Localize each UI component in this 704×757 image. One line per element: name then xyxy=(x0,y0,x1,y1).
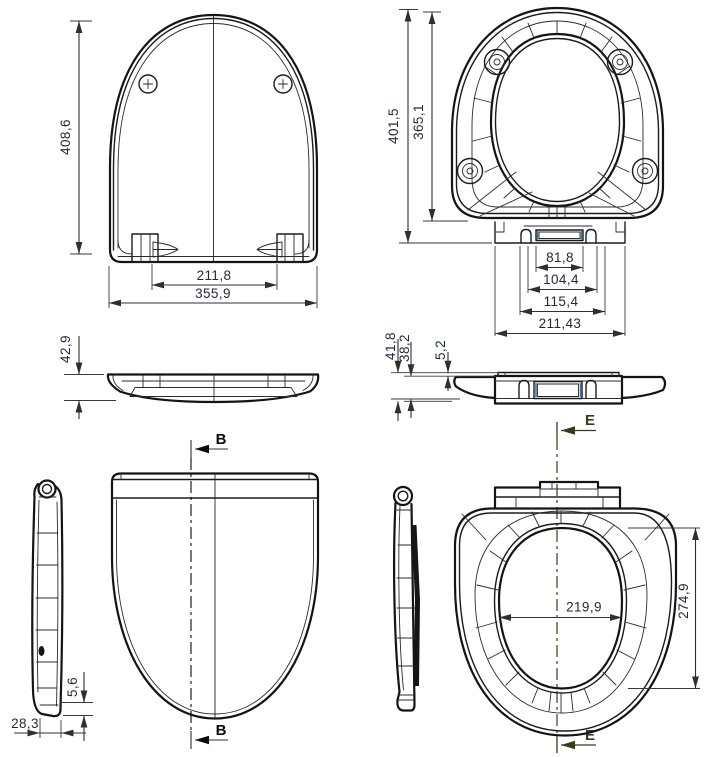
seat-outline xyxy=(450,6,665,220)
lid-side-outline xyxy=(106,373,320,404)
lid-edge-profile-view: 5,6 28,3 xyxy=(11,479,93,741)
dim-text-bar-width: 81,8 xyxy=(546,250,574,265)
bumper-top-right xyxy=(606,48,634,76)
dim-lid-tip-thickness: 5,6 xyxy=(60,672,93,741)
lid-top-view: B B xyxy=(110,431,320,749)
hinge-hole-inner xyxy=(397,490,409,502)
bumper-bottom-right xyxy=(631,157,659,185)
dim-seat-total-length: 401,5 xyxy=(386,9,492,244)
seat-top-opening xyxy=(497,526,624,690)
dim-text-seat-body-length: 365,1 xyxy=(411,104,426,140)
dim-stack-hinge: 81,8 104,4 115,4 211,43 xyxy=(494,246,626,337)
lid-front-view: 408,6 211,8 355,9 xyxy=(58,13,319,308)
dim-text-seat-total-thickness: 41,8 xyxy=(383,332,398,360)
dim-seat-body-length: 365,1 xyxy=(411,11,468,222)
dim-text-seat-body-thickness: 38,2 xyxy=(397,334,412,362)
section-label-e-top: E xyxy=(585,412,595,429)
seat-hinge-tabs xyxy=(493,480,622,510)
dim-lid-thickness: 42,9 xyxy=(58,335,116,419)
seat-opening xyxy=(489,32,626,208)
seat-top-view: 219,9 274,9 xyxy=(453,480,700,737)
dim-text-lid-tip-thickness: 5,6 xyxy=(65,677,80,697)
seat-edge-profile-view xyxy=(392,485,421,712)
dim-lid-edge-width: 28,3 xyxy=(11,716,86,738)
seat-underside-view: 401,5 365,1 81,8 104,4 115,4 211,43 xyxy=(386,6,665,337)
lid-side-view: 42,9 xyxy=(58,335,320,419)
lid-outline xyxy=(108,13,319,264)
dim-opening-length: 274,9 xyxy=(628,527,700,689)
dim-text-plate-width: 211,43 xyxy=(539,316,582,331)
dim-opening-width: 219,9 xyxy=(499,600,622,621)
dim-lid-hinge-span: 211,8 xyxy=(151,264,278,290)
dim-lid-height: 408,6 xyxy=(58,20,92,255)
screw-left-icon xyxy=(138,74,158,94)
dim-text-seat-total-length: 401,5 xyxy=(386,108,401,144)
dim-text-pin-inner-span: 104,4 xyxy=(543,272,579,287)
dim-text-opening-length: 274,9 xyxy=(676,583,691,619)
seat-top-outline xyxy=(453,507,678,737)
rib-ticks xyxy=(467,20,647,219)
section-b-marks: B B xyxy=(190,431,228,749)
seat-hinge-block xyxy=(493,374,624,405)
dim-text-lid-hinge-span: 211,8 xyxy=(197,268,232,283)
hinge-hole-outer xyxy=(37,479,57,499)
bumper-top-left xyxy=(483,48,511,76)
hinge-plate xyxy=(494,221,626,244)
bumper-bottom-left xyxy=(456,157,484,185)
dim-seat-thicknesses: 41,8 38,2 5,2 xyxy=(383,332,500,421)
hinge-boss-left xyxy=(131,233,179,263)
dim-text-lid-edge-width: 28,3 xyxy=(11,716,39,731)
section-label-b-top: B xyxy=(216,431,227,448)
dim-text-seat-step: 5,2 xyxy=(433,340,448,360)
section-label-b-bottom: B xyxy=(216,722,227,739)
dim-text-lid-thickness: 42,9 xyxy=(58,335,73,363)
dim-text-lid-width: 355,9 xyxy=(195,286,231,301)
section-label-e-bottom: E xyxy=(585,727,595,744)
hinge-hole-outer xyxy=(392,485,414,507)
section-e-marks: E E xyxy=(556,412,596,753)
screw-right-icon xyxy=(273,74,293,94)
dim-text-opening-width: 219,9 xyxy=(566,600,602,615)
rib-ticks xyxy=(461,510,670,713)
dim-lid-width: 355,9 xyxy=(108,266,318,308)
bumper-dot xyxy=(38,646,45,656)
dim-text-pin-outer-span: 115,4 xyxy=(544,294,579,309)
seat-side-view: 41,8 38,2 5,2 xyxy=(383,332,667,421)
hinge-boss-right xyxy=(256,233,304,263)
dim-text-lid-height: 408,6 xyxy=(58,119,73,155)
hinge-hole-inner xyxy=(41,483,53,495)
